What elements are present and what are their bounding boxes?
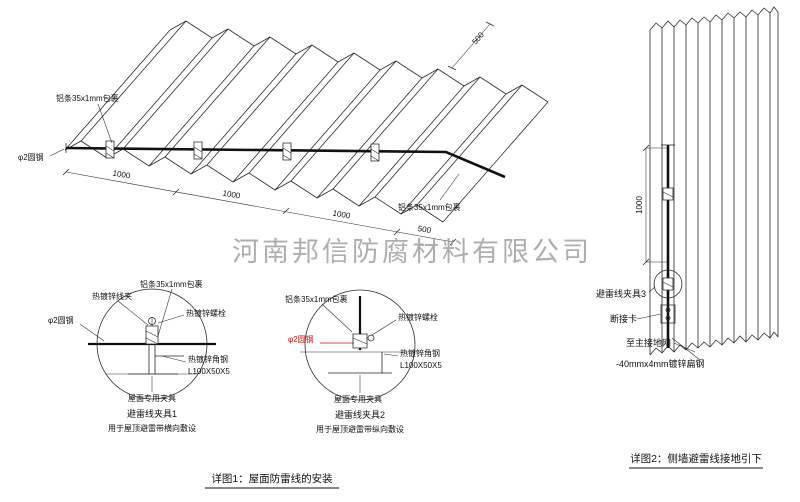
wall-clamp-detail-marker <box>653 269 683 299</box>
roof-topright-dimension: 500 <box>447 21 495 71</box>
detail-circle-1: 热镀锌线夹 铝条35x1mm包裹 热镀锌螺栓 φ2圆钢 热镀锌角钢 L100X5… <box>48 279 230 433</box>
detail1-label-roof-clamp: 屋面专用夹具 <box>128 393 176 403</box>
wall-clamp-upper <box>662 187 674 201</box>
detail1-label-wire-clamp: 热镀锌线夹 <box>92 291 132 301</box>
detail2-label-bolt: 热镀锌螺栓 <box>398 312 438 322</box>
wall-vertical-dimension: 1000 <box>635 144 668 266</box>
wall-top-edge-profile <box>649 6 779 31</box>
detail1-subtitle: 用于屋顶避雷带横向敷设 <box>108 423 196 433</box>
wall-dim-1000: 1000 <box>635 196 644 214</box>
dim-1000-a: 1000 <box>112 169 132 181</box>
roof-axonometric-view: 1000 1000 1000 500 500 铝条35x1mm包裹 铝条35x1… <box>18 20 549 246</box>
detail2-label-angle: 热镀锌角钢 <box>400 348 440 358</box>
leader-alu-top <box>97 103 113 144</box>
wall-clamp-circled <box>662 277 674 291</box>
watermark: 河南邦信防腐材料有限公司 <box>232 237 592 267</box>
detail1-title: 避雷线夹具1 <box>127 408 177 419</box>
dim-1000-c: 1000 <box>332 209 352 221</box>
detail1-label-angle: 热镀锌角钢 <box>188 354 228 364</box>
caption-detail-1: 详图1：屋面防雷线的安装 <box>211 472 333 485</box>
wall-elevation-view: 1000 避雷线夹具3 断接卡 至主接地网 -40mmx4mm镀锌扁钢 <box>596 6 779 369</box>
detail2-label-angle-spec: L100X50X5 <box>400 361 442 370</box>
label-round-steel-roof: φ2圆钢 <box>18 152 44 162</box>
detail2-label-round-steel: φ2圆钢 <box>288 334 314 344</box>
detail1-label-alu: 铝条35x1mm包裹 <box>140 279 203 289</box>
conductor-clamp-symbols <box>105 140 380 162</box>
detail2-bolt-head <box>367 334 375 342</box>
detail1-label-bolt: 热镀锌螺栓 <box>186 308 226 318</box>
dim-1000-b: 1000 <box>222 189 242 201</box>
wall-label-flat-steel: -40mmx4mm镀锌扁钢 <box>616 358 705 369</box>
detail2-subtitle: 用于屋顶避雷带纵向敷设 <box>316 424 404 434</box>
captions: 详图1：屋面防雷线的安装 详图2：侧墙避雷线接地引下 <box>205 452 763 489</box>
detail1-label-round-steel: φ2圆钢 <box>48 315 74 325</box>
wall-disconnect-card <box>660 304 676 324</box>
detail-circle-2: 铝条35x1mm包裹 热镀锌螺栓 φ2圆钢 热镀锌角钢 L100X50X5 屋面… <box>285 289 442 434</box>
caption-detail-2: 详图2：侧墙避雷线接地引下 <box>630 452 762 465</box>
leader-round-steel <box>49 148 65 157</box>
roof-bottom-dimension: 1000 1000 1000 500 <box>62 169 457 246</box>
roof-lightning-conductor <box>65 146 506 179</box>
label-alu-strip-top: 铝条35x1mm包裹 <box>56 93 119 103</box>
detail2-circle <box>304 289 416 401</box>
roof-corrugation-ridges <box>64 20 549 223</box>
roof-front-edge-profile <box>64 140 444 223</box>
wall-label-to-ground: 至主接地网 <box>626 337 671 348</box>
detail2-title: 避雷线夹具2 <box>335 409 385 420</box>
detail2-label-alu: 铝条35x1mm包裹 <box>285 294 348 304</box>
label-alu-strip-right: 铝条35x1mm包裹 <box>398 202 461 212</box>
detail1-label-angle-spec: L100X50X5 <box>188 367 230 376</box>
dim-500-bottom: 500 <box>417 224 432 235</box>
wall-label-disconnect: 断接卡 <box>610 313 637 324</box>
watermark-text: 河南邦信防腐材料有限公司 <box>232 237 592 267</box>
wall-corrugation-lines <box>649 12 779 355</box>
wall-bottom-edge-profile <box>649 331 779 356</box>
leader-alu-right <box>439 173 460 201</box>
detail2-label-roof-clamp: 屋面专用夹具 <box>334 394 382 404</box>
roof-top-edge-profile <box>169 20 549 103</box>
wall-label-clamp3: 避雷线夹具3 <box>596 288 646 299</box>
